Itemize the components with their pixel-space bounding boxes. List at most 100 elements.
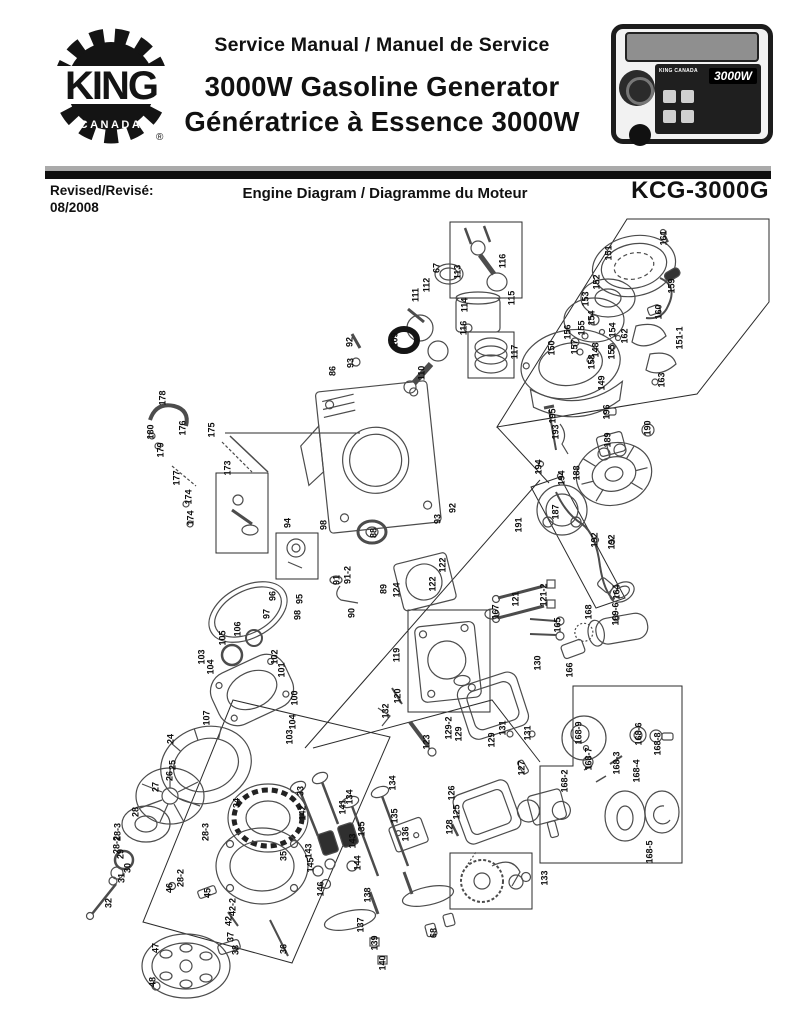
valves-springs-drawing bbox=[289, 771, 456, 965]
part-number-label: 103 bbox=[284, 729, 295, 745]
part-number-label: 121-2 bbox=[538, 583, 549, 607]
part-number-label: 168-6 bbox=[633, 722, 644, 746]
part-number-label: 155 bbox=[576, 320, 587, 336]
part-number-label: 151 bbox=[603, 245, 614, 261]
revised-date: 08/2008 bbox=[50, 200, 99, 215]
rocker-cover-drawing bbox=[452, 779, 522, 845]
part-number-label: 68 bbox=[428, 927, 439, 939]
part-number-label: 36 bbox=[278, 943, 289, 955]
part-number-label: 149 bbox=[596, 375, 607, 391]
part-number-label: 145 bbox=[305, 857, 316, 873]
part-number-label: 27 bbox=[150, 781, 161, 793]
part-number-label: 169-6 bbox=[610, 602, 621, 626]
part-number-label: 165 bbox=[552, 617, 563, 633]
part-number-label: 122 bbox=[437, 557, 448, 573]
zone-boundaries bbox=[142, 218, 770, 964]
carburetor-drawing bbox=[516, 715, 680, 842]
part-number-label: 106 bbox=[232, 621, 243, 637]
part-number-label: 90 bbox=[346, 607, 357, 619]
part-number-label: 137 bbox=[355, 917, 366, 933]
revision-info: Revised/Revisé: 08/2008 bbox=[50, 182, 154, 216]
product-title-fr: Génératrice à Essence 3000W bbox=[184, 106, 580, 137]
part-number-label: 89 bbox=[378, 583, 389, 595]
generator-brand-plate: KING CANADA bbox=[659, 68, 698, 74]
divider-black-bar bbox=[45, 171, 771, 179]
part-number-label: 150 bbox=[546, 340, 557, 356]
part-number-label: 107 bbox=[201, 710, 212, 726]
part-number-label: 88 bbox=[368, 527, 379, 539]
part-number-label: 168-8 bbox=[652, 732, 663, 756]
part-number-label: 168-2 bbox=[559, 769, 570, 793]
part-number-label: 116 bbox=[458, 320, 469, 336]
cylinder-head-drawing bbox=[414, 620, 482, 703]
part-number-label: 37 bbox=[225, 931, 236, 943]
service-manual-title: Service Manual / Manuel de Service bbox=[214, 34, 550, 56]
governor-linkage-drawing bbox=[148, 403, 269, 536]
part-number-label: 33 bbox=[295, 785, 306, 797]
part-number-label: 168 bbox=[583, 604, 594, 620]
connecting-rod-drawing bbox=[463, 225, 508, 292]
part-number-label: 91 bbox=[331, 574, 342, 586]
part-number-label: 42 bbox=[223, 915, 234, 927]
generator-fuel-tank bbox=[625, 32, 759, 62]
part-number-label: 98 bbox=[292, 609, 303, 621]
head-gasket-drawing bbox=[393, 552, 457, 612]
part-number-label: 28-3 bbox=[200, 822, 211, 842]
part-number-label: 133 bbox=[539, 870, 550, 886]
part-number-label: 110 bbox=[416, 365, 427, 381]
part-number-label: 28 bbox=[130, 806, 141, 818]
part-number-label: 46 bbox=[164, 882, 175, 894]
part-number-label: 168-9 bbox=[573, 721, 584, 745]
part-number-label: 196 bbox=[601, 404, 612, 420]
logo-brand-text: KING bbox=[65, 64, 157, 108]
part-number-label: 144 bbox=[352, 855, 363, 871]
part-number-label: 189 bbox=[602, 432, 613, 448]
header-titles: Service Manual / Manuel de Service 3000W… bbox=[178, 34, 586, 138]
part-number-label: 168-7 bbox=[583, 747, 594, 771]
part-number-label: 129 bbox=[453, 726, 464, 742]
spark-plug-drawing bbox=[408, 720, 430, 748]
part-number-label: 193 bbox=[550, 424, 561, 440]
generator-product-photo: KING CANADA 3000W bbox=[611, 24, 773, 146]
part-number-label: 120 bbox=[392, 688, 403, 704]
crankshaft-drawing bbox=[350, 307, 449, 394]
part-number-label: 122 bbox=[427, 576, 438, 592]
part-number-label: 168-5 bbox=[644, 840, 655, 864]
part-number-label: 174 bbox=[183, 489, 194, 505]
generator-outlet bbox=[681, 90, 694, 103]
part-number-label: 157 bbox=[569, 339, 580, 355]
part-number-label: 176 bbox=[177, 420, 188, 436]
part-number-label: 131 bbox=[522, 725, 533, 741]
king-canada-logo: KING CANADA ® bbox=[50, 28, 172, 144]
part-number-label: 168-3 bbox=[611, 751, 622, 775]
gasket-drawing bbox=[609, 581, 635, 603]
bearing-drawing bbox=[220, 643, 244, 667]
part-number-label: 126 bbox=[446, 785, 457, 801]
part-number-label: 127 bbox=[516, 760, 527, 776]
revised-label: Revised/Revisé: bbox=[50, 183, 154, 198]
part-number-label: 175 bbox=[206, 422, 217, 438]
part-number-label: 152 bbox=[591, 274, 602, 290]
part-number-label: 190 bbox=[642, 420, 653, 436]
part-number-label: 161 bbox=[658, 230, 669, 246]
part-number-label: 191 bbox=[513, 517, 524, 533]
part-number-label: 194 bbox=[556, 470, 567, 486]
part-number-label: 38 bbox=[230, 944, 241, 956]
part-number-label: 104 bbox=[205, 659, 216, 675]
part-number-label: 97 bbox=[261, 608, 272, 620]
part-number-label: 96 bbox=[267, 590, 278, 602]
rotor-drawing bbox=[160, 725, 252, 805]
part-number-label: 29 bbox=[115, 848, 126, 860]
mount-bolts-drawing bbox=[450, 614, 620, 837]
part-number-label: 179 bbox=[155, 442, 166, 458]
part-number-label: 195 bbox=[547, 408, 558, 424]
part-number-label: 143 bbox=[303, 843, 314, 859]
generator-outlet bbox=[681, 110, 694, 123]
part-number-label: 192 bbox=[589, 532, 600, 548]
part-number-label: 116 bbox=[497, 253, 508, 269]
section-title: Engine Diagram / Diagramme du Moteur bbox=[242, 185, 528, 202]
part-number-label: 163 bbox=[656, 372, 667, 388]
part-number-label: 105 bbox=[217, 630, 228, 646]
end-cover-drawing bbox=[141, 933, 231, 999]
